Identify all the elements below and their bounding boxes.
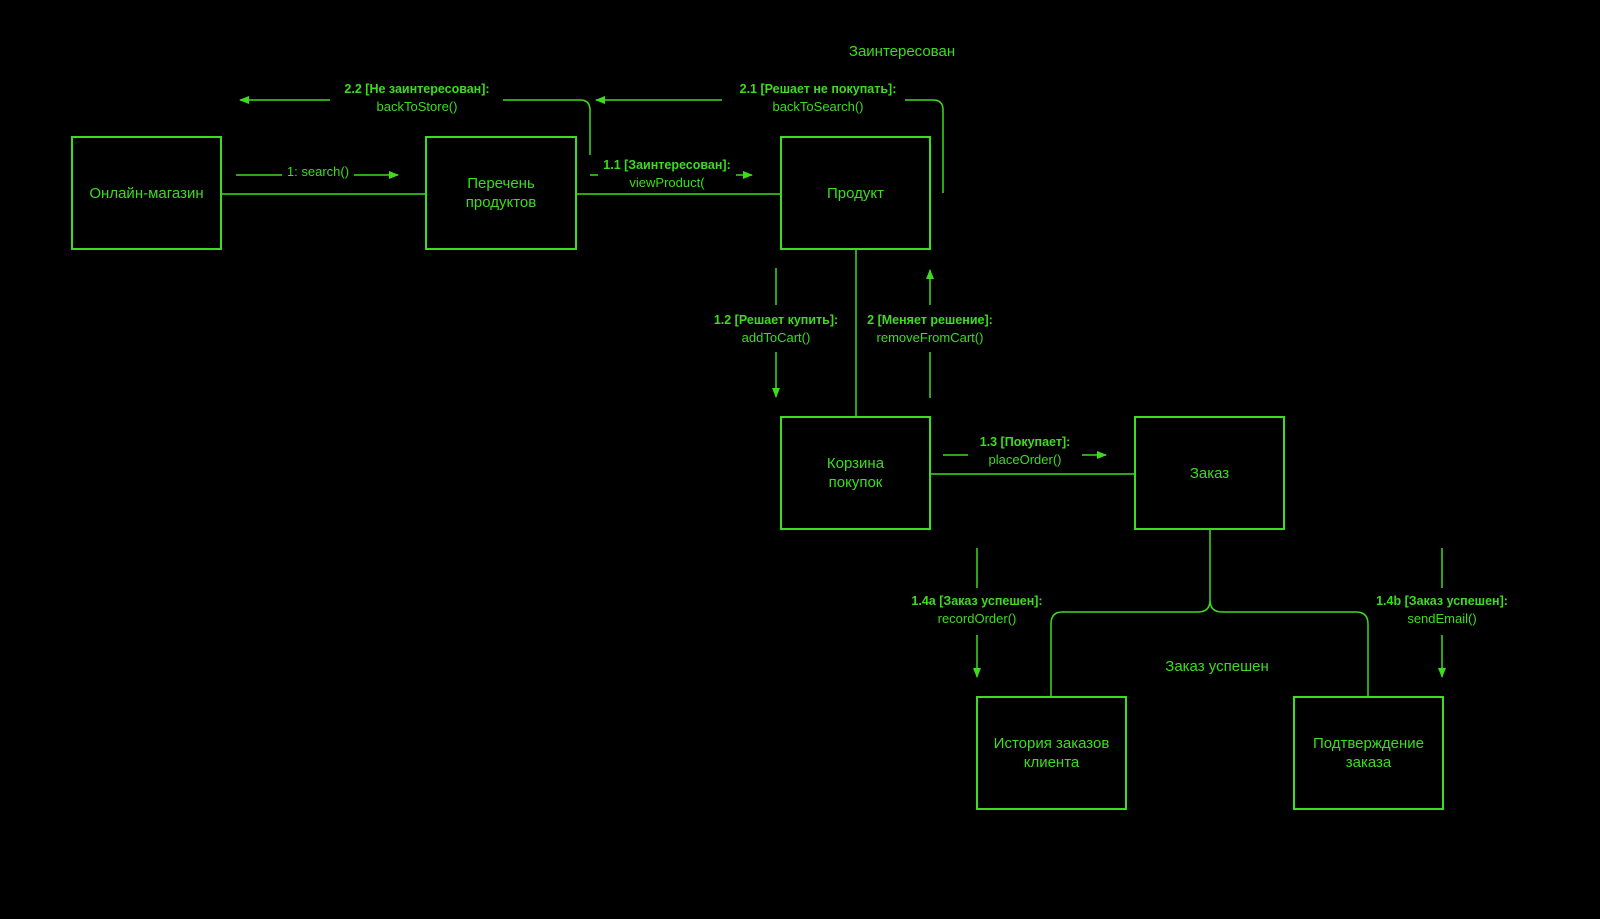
object-product[interactable]: Продукт (780, 136, 931, 250)
message-method: sendEmail() (1407, 611, 1477, 626)
link-order-branches (1050, 530, 1369, 697)
message-back-to-search: 2.1 [Решает не покупать]: backToSearch() (740, 80, 897, 116)
message-add-to-cart: 1.2 [Решает купить]: addToCart() (714, 311, 838, 347)
message-method: backToSearch() (772, 99, 864, 114)
message-guard: 1.3 [Покупает]: (979, 435, 1071, 449)
object-online-store[interactable]: Онлайн-магазин (71, 136, 222, 250)
message-guard: 1.4a [Заказ успешен]: (911, 594, 1043, 608)
message-guard: 1.2 [Решает купить]: (713, 313, 839, 327)
object-product-list[interactable]: Перечень продуктов (425, 136, 577, 250)
message-method: addToCart() (741, 330, 811, 345)
note-interested: Заинтересован (848, 43, 956, 60)
message-method: removeFromCart() (876, 330, 984, 345)
message-place-order: 1.3 [Покупает]: placeOrder() (980, 433, 1071, 469)
message-view-product: 1.1 [Заинтересован]: viewProduct( (603, 156, 730, 192)
object-shopping-cart[interactable]: Корзина покупок (780, 416, 931, 530)
message-method: recordOrder() (937, 611, 1017, 626)
message-guard: 2 [Меняет решение]: (867, 313, 993, 327)
message-guard: 1.4b [Заказ успешен]: (1376, 594, 1508, 608)
message-remove-from-cart: 2 [Меняет решение]: removeFromCart() (867, 311, 993, 347)
arrow-backtostore (240, 100, 591, 155)
message-search: 1: search() (286, 164, 350, 179)
object-order-history[interactable]: История заказов клиента (976, 696, 1127, 810)
message-guard: 1.1 [Заинтересован]: (603, 158, 731, 172)
message-method: viewProduct( (629, 175, 705, 190)
message-guard: 2.1 [Решает не покупать]: (739, 82, 897, 96)
message-method: placeOrder() (988, 452, 1062, 467)
arrow-backtosearch (596, 100, 944, 193)
object-order[interactable]: Заказ (1134, 416, 1285, 530)
note-order-success: Заказ успешен (1165, 658, 1269, 675)
message-guard: 2.2 [Не заинтересован]: (344, 82, 490, 96)
message-send-email: 1.4b [Заказ успешен]: sendEmail() (1376, 592, 1508, 628)
object-order-confirmation[interactable]: Подтверждение заказа (1293, 696, 1444, 810)
message-back-to-store: 2.2 [Не заинтересован]: backToStore() (344, 80, 489, 116)
message-method: backToStore() (376, 99, 458, 114)
message-record-order: 1.4a [Заказ успешен]: recordOrder() (911, 592, 1042, 628)
